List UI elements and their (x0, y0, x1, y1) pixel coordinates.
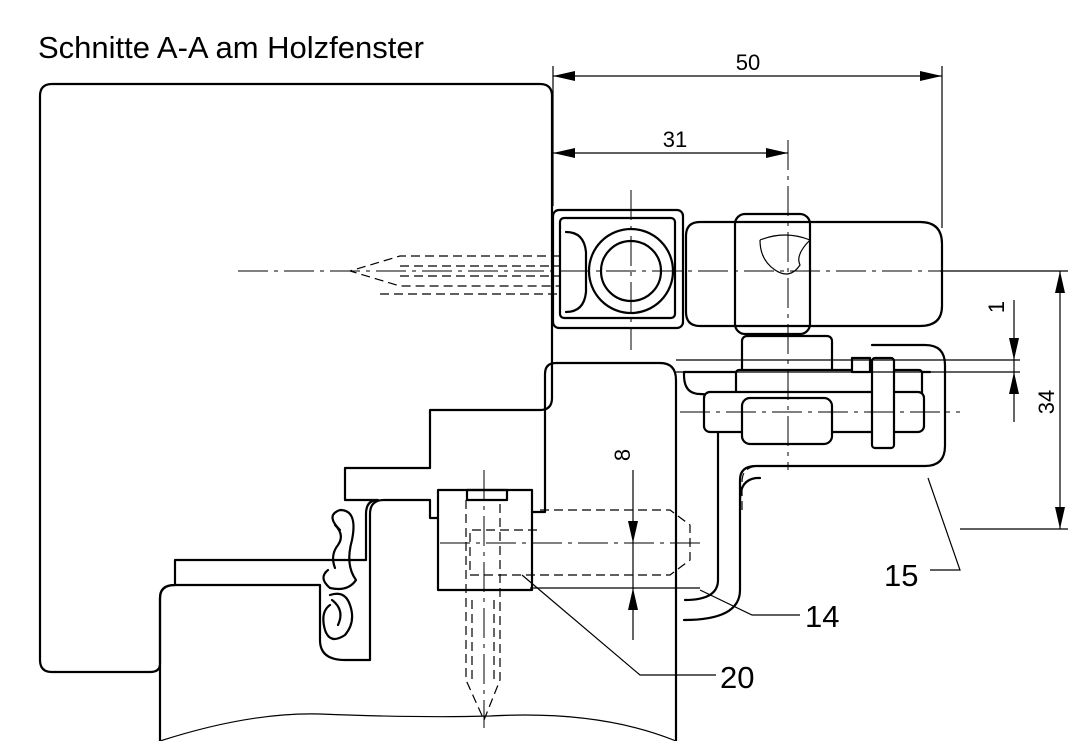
dim-34-arrow-top (1055, 271, 1065, 293)
dim-31-arrow-left (553, 148, 575, 158)
hinge-bearing-inner (558, 216, 677, 320)
dim-31-label: 31 (663, 127, 687, 152)
bracket-hidden-lines (741, 465, 855, 510)
dim-50-arrow-left (553, 71, 575, 81)
seal-profile-lower (322, 592, 354, 641)
screw-20-block (436, 488, 534, 592)
screw-horizontal-hidden (469, 509, 691, 576)
screw-20-head (465, 488, 509, 502)
dim-31-arrow-right (766, 148, 788, 158)
dim-34-label: 34 (1034, 390, 1059, 414)
seal-profile (322, 508, 358, 591)
bracket-foot (738, 476, 762, 502)
dim-50-arrow-right (920, 71, 942, 81)
hinge-knuckle-core (733, 212, 812, 336)
window-frame-profile (158, 361, 678, 741)
dim-8-arrow-bottom (628, 588, 638, 610)
knuckle-cap-detail (759, 234, 812, 275)
dim-1-arrow-top (1009, 338, 1019, 360)
dim-34-arrow-bottom (1055, 507, 1065, 529)
adjust-bolt (870, 356, 896, 450)
hinge-adjust-cap (740, 396, 834, 446)
callout-15-label: 15 (884, 558, 918, 593)
screw-20-shaft (465, 500, 501, 722)
dim-50-label: 50 (736, 50, 760, 75)
dim-8-label: 8 (610, 449, 635, 461)
dim-1-label: 1 (984, 301, 1009, 313)
hinge-bracket-14 (682, 343, 947, 622)
hinge-frame-block (740, 334, 834, 376)
callout-14-leader (699, 589, 800, 616)
drawing-title: Schnitte A-A am Holzfenster (38, 30, 424, 65)
callout-15-leader (927, 477, 961, 571)
frame-wood-grain (159, 713, 677, 741)
callout-14-label: 14 (805, 599, 839, 634)
dim-8-arrow-top (628, 521, 638, 543)
hinge-knuckle (684, 220, 944, 328)
callout-20-leader (521, 574, 716, 676)
callout-20-label: 20 (720, 660, 754, 695)
bearing-clip (564, 230, 588, 314)
dim-1-arrow-bottom (1009, 372, 1019, 394)
